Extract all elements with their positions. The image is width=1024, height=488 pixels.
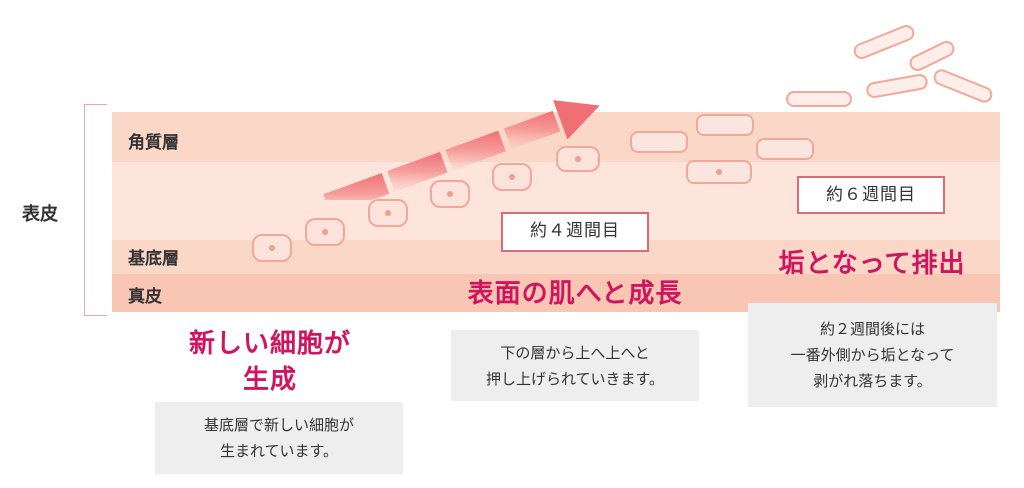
week4-badge: 約４週間目 bbox=[501, 212, 649, 252]
cell bbox=[305, 218, 345, 246]
epidermis-bracket bbox=[84, 104, 107, 316]
shedding-flake bbox=[851, 22, 917, 62]
shedding-flake bbox=[865, 72, 929, 100]
week6-badge: 約６週間目 bbox=[797, 176, 945, 214]
stage-description-new-cells: 基底層で新しい細胞が 生まれています。 bbox=[155, 402, 403, 474]
stage-title-new-cells: 新しい細胞が 生成 bbox=[188, 329, 351, 395]
growth-arrow bbox=[323, 100, 600, 200]
label-dermis: 真皮 bbox=[128, 287, 162, 307]
shedding-flake bbox=[931, 66, 995, 106]
flat-cell bbox=[630, 131, 688, 153]
label-stratum-corneum: 角質層 bbox=[128, 133, 179, 153]
flat-cell bbox=[756, 138, 814, 160]
shedding-flake bbox=[786, 91, 852, 107]
flat-cell bbox=[696, 114, 754, 136]
stage-description-growth: 下の層から上へ上へと 押し上げられていきます。 bbox=[451, 330, 699, 401]
label-basal-layer: 基底層 bbox=[128, 249, 179, 269]
stage-title-shedding: 垢となって排出 bbox=[778, 249, 966, 279]
stage-title-growth: 表面の肌へと成長 bbox=[467, 279, 683, 309]
flat-cell bbox=[686, 160, 752, 184]
cell bbox=[430, 180, 470, 208]
cell bbox=[556, 146, 600, 172]
cell bbox=[368, 199, 408, 227]
epidermis-label: 表皮 bbox=[22, 204, 58, 225]
cell bbox=[492, 163, 532, 191]
stage-description-shedding: 約２週間後には 一番外側から垢となって 剥がれ落ちます。 bbox=[748, 303, 997, 407]
shedding-flake bbox=[906, 38, 958, 74]
cell bbox=[252, 234, 292, 262]
